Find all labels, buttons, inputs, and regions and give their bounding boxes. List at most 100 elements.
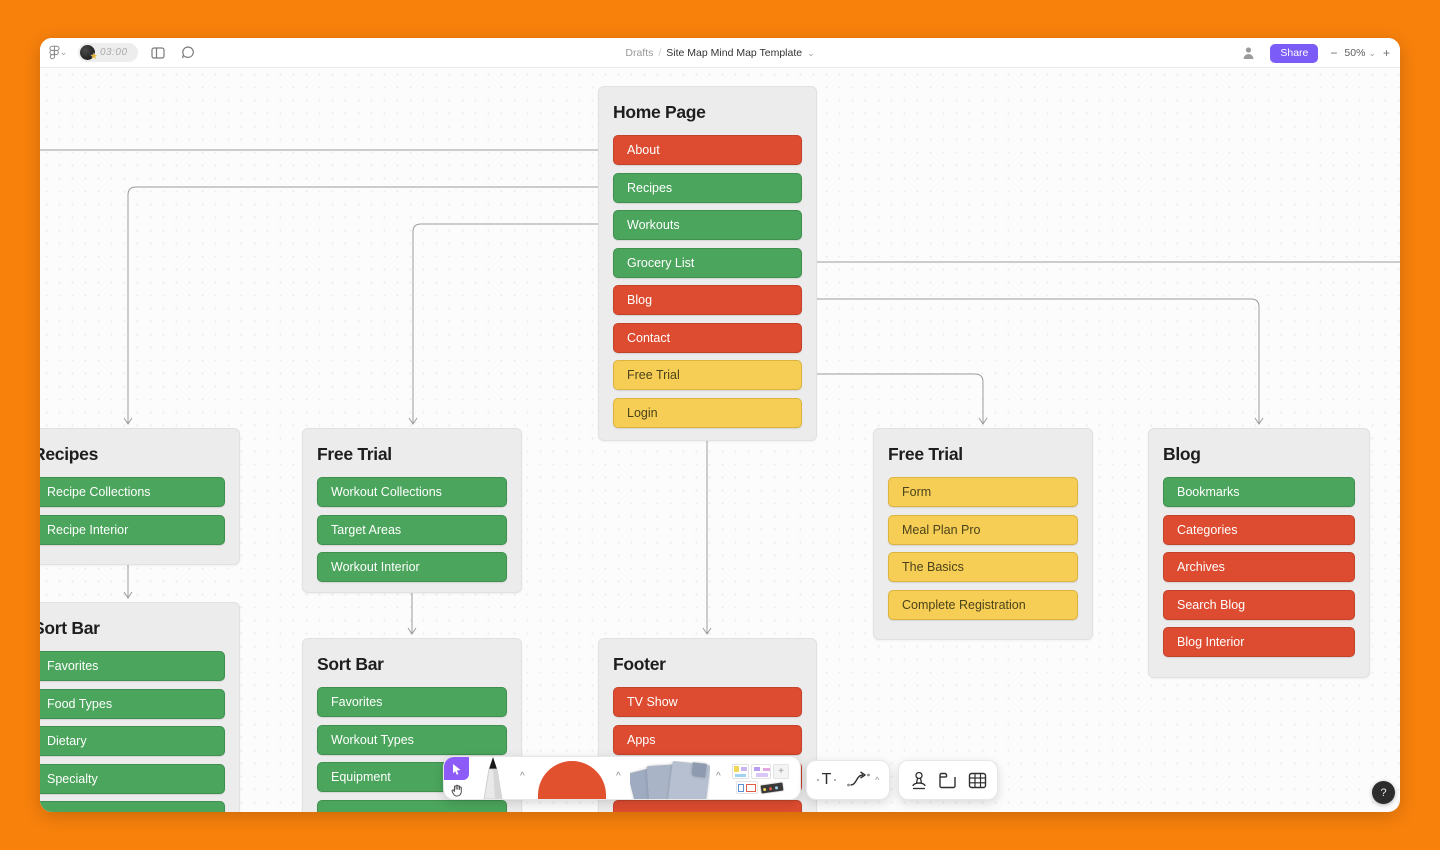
node-recipe-collections[interactable]: Recipe Collections bbox=[40, 477, 225, 507]
comments-button[interactable] bbox=[178, 42, 198, 64]
node-login[interactable]: Login bbox=[613, 397, 802, 428]
connector-recipes-branch[interactable] bbox=[127, 186, 612, 424]
node-contact[interactable]: Contact bbox=[613, 322, 802, 353]
templates-tool[interactable]: + bbox=[732, 762, 796, 798]
file-menu-chevron-icon[interactable]: ⌄ bbox=[807, 47, 815, 58]
comment-icon bbox=[181, 46, 194, 59]
stamp-tool[interactable] bbox=[910, 771, 928, 790]
node-apps[interactable]: Apps bbox=[613, 724, 802, 755]
cursor-icon bbox=[453, 763, 461, 775]
card-title-footer: Footer bbox=[613, 654, 666, 674]
node-specialty[interactable]: Specialty bbox=[40, 763, 225, 794]
stamp-icon bbox=[911, 771, 926, 789]
figma-logo-icon bbox=[49, 45, 60, 60]
sticky-stack-tool[interactable] bbox=[630, 761, 710, 799]
node-recipes[interactable]: Recipes bbox=[613, 172, 802, 203]
section-icon bbox=[939, 772, 956, 788]
zoom-out-button[interactable]: − bbox=[1330, 46, 1338, 60]
node-about[interactable]: About bbox=[613, 135, 802, 165]
marker-tool[interactable] bbox=[476, 757, 510, 799]
node-favorites[interactable]: Favorites bbox=[317, 687, 507, 717]
template-thumb-wireframe[interactable] bbox=[736, 781, 758, 794]
zoom-chevron-icon: ⌄ bbox=[1368, 47, 1376, 58]
user-avatar-button[interactable] bbox=[1238, 42, 1258, 64]
connector-icon bbox=[847, 771, 870, 787]
menu-chevron-icon: ⌄ bbox=[59, 47, 68, 57]
node-form[interactable]: Form bbox=[888, 477, 1078, 507]
connector-free-trial-branch[interactable] bbox=[805, 373, 984, 424]
node-bookmarks[interactable]: Bookmarks bbox=[1163, 477, 1355, 507]
timer-badge[interactable]: ★ 03:00 bbox=[78, 43, 138, 62]
node-categories[interactable]: Categories bbox=[1163, 514, 1355, 545]
share-button[interactable]: Share bbox=[1270, 43, 1319, 63]
node-workout-interior[interactable]: Workout Interior bbox=[317, 552, 507, 582]
shape-expand-chevron[interactable]: ^ bbox=[616, 771, 621, 782]
connector-blog-branch[interactable] bbox=[805, 298, 1260, 424]
arrowhead-icon bbox=[123, 591, 133, 599]
node-blog-interior[interactable]: Blog Interior bbox=[1163, 627, 1355, 657]
section-tool[interactable] bbox=[938, 772, 957, 789]
node-search-blog[interactable]: Search Blog bbox=[1163, 589, 1355, 620]
node-food-types[interactable]: Food Types bbox=[40, 688, 225, 719]
top-toolbar: ⌄ ★ 03:00 Drafts / Site Map Mind Map bbox=[40, 38, 1400, 68]
layout-grid-icon bbox=[150, 46, 165, 59]
template-add-button[interactable]: + bbox=[773, 764, 789, 779]
connector-workouts-branch[interactable] bbox=[412, 223, 612, 424]
connector-expand-chevron[interactable]: ^ bbox=[875, 775, 880, 785]
zoom-level-dropdown[interactable]: 50% ⌄ bbox=[1344, 47, 1376, 59]
main-menu-button[interactable]: ⌄ bbox=[48, 42, 68, 64]
node-tv-show[interactable]: TV Show bbox=[613, 687, 802, 717]
text-tool[interactable]: T bbox=[816, 771, 837, 789]
toolbar-text-segment: T ^ bbox=[806, 760, 890, 800]
table-icon bbox=[968, 772, 986, 788]
node-dietary[interactable]: Dietary bbox=[40, 726, 225, 756]
breadcrumb: Drafts / Site Map Mind Map Template ⌄ bbox=[40, 38, 1400, 68]
layout-panel-button[interactable] bbox=[148, 42, 168, 64]
node-blank[interactable] bbox=[613, 799, 802, 812]
table-tool[interactable] bbox=[968, 772, 987, 789]
node-recipe-interior[interactable]: Recipe Interior bbox=[40, 514, 225, 545]
arrowhead-icon bbox=[408, 417, 418, 425]
arrowhead-icon bbox=[1254, 417, 1264, 425]
zoom-level-value: 50% bbox=[1344, 47, 1366, 59]
node-meal-plan-pro[interactable]: Meal Plan Pro bbox=[888, 514, 1078, 545]
arrowhead-icon bbox=[407, 627, 417, 635]
template-thumb-notes[interactable] bbox=[732, 764, 749, 779]
breadcrumb-folder[interactable]: Drafts bbox=[625, 47, 654, 59]
node-workout-types[interactable]: Workout Types bbox=[317, 724, 507, 755]
node-blog[interactable]: Blog bbox=[613, 285, 802, 315]
connector-tool[interactable]: ^ bbox=[846, 771, 879, 789]
node-free-trial[interactable]: Free Trial bbox=[613, 360, 802, 390]
node-archives[interactable]: Archives bbox=[1163, 552, 1355, 582]
help-button[interactable]: ? bbox=[1372, 781, 1395, 804]
card-title-blog: Blog bbox=[1163, 444, 1201, 464]
node-workouts[interactable]: Workouts bbox=[613, 210, 802, 240]
template-thumb-diagram[interactable] bbox=[751, 764, 771, 779]
select-tool[interactable] bbox=[444, 757, 469, 780]
marker-pen-icon bbox=[483, 757, 503, 799]
sticky-expand-chevron[interactable]: ^ bbox=[716, 771, 721, 782]
node-favorites[interactable]: Favorites bbox=[40, 651, 225, 681]
node-blank[interactable] bbox=[40, 801, 225, 812]
node-complete-registration[interactable]: Complete Registration bbox=[888, 589, 1078, 620]
file-title[interactable]: Site Map Mind Map Template bbox=[666, 47, 803, 59]
template-thumb-banner[interactable] bbox=[759, 781, 785, 795]
node-workout-collections[interactable]: Workout Collections bbox=[317, 477, 507, 507]
node-grocery-list[interactable]: Grocery List bbox=[613, 247, 802, 278]
node-the-basics[interactable]: The Basics bbox=[888, 552, 1078, 582]
shape-tool[interactable] bbox=[538, 761, 606, 799]
timer-value: 03:00 bbox=[100, 47, 128, 58]
zoom-in-button[interactable]: + bbox=[1382, 46, 1390, 60]
node-blank[interactable] bbox=[317, 799, 507, 812]
node-target-areas[interactable]: Target Areas bbox=[317, 514, 507, 545]
timer-avatar: ★ bbox=[80, 45, 98, 61]
hand-tool[interactable] bbox=[444, 780, 469, 801]
marker-expand-chevron[interactable]: ^ bbox=[520, 771, 525, 782]
